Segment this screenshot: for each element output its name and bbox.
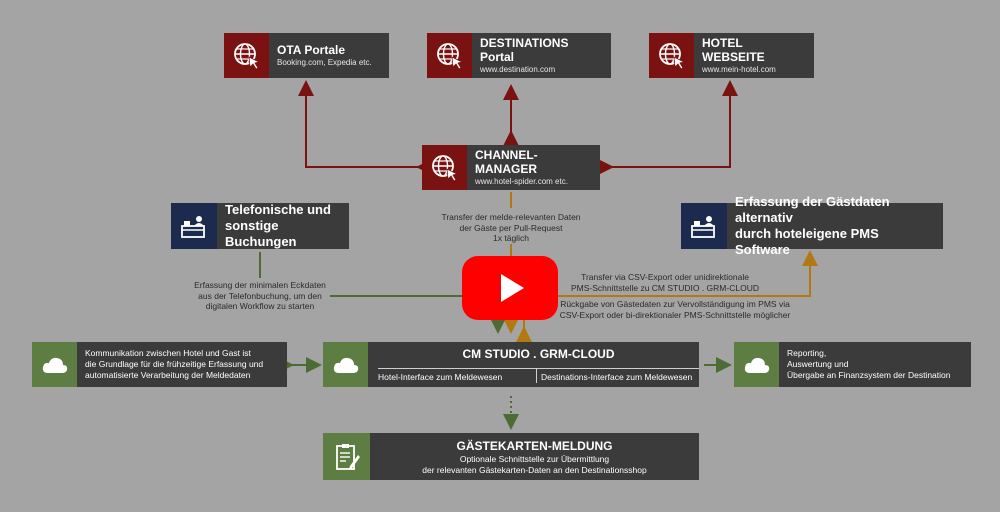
channel-manager-box: CHANNEL-MANAGER www.hotel-spider.com etc…: [422, 145, 600, 190]
globe-cursor-icon: [224, 33, 269, 78]
rueckgabe-label: Rückgabe von Gästedaten zur Vervollständ…: [540, 299, 810, 320]
gaestekarten-box: GÄSTEKARTEN-MELDUNG Optionale Schnittste…: [323, 433, 699, 480]
play-icon: [501, 274, 524, 302]
destinations-portal-box: DESTINATIONS Portal www.destination.com: [427, 33, 611, 78]
pms-line1: Erfassung der Gästdaten alternativ: [735, 194, 890, 225]
erfassung-label-line2: aus der Telefonbuchung, um den: [198, 290, 322, 301]
telefon-line2: sonstige Buchungen: [225, 218, 297, 249]
kommunikation-line2: die Grundlage für die frühzeitige Erfass…: [85, 359, 264, 369]
erfassung-label: Erfassung der minimalen Eckdaten aus der…: [180, 280, 340, 312]
cloud-icon: [32, 342, 77, 387]
rueckgabe-label-line2: CSV-Export oder bi-direktionaler PMS-Sch…: [559, 309, 791, 320]
csv-label: Transfer via CSV-Export oder unidirektio…: [560, 272, 770, 293]
rueckgabe-label-line1: Rückgabe von Gästedaten zur Vervollständ…: [560, 299, 790, 309]
cloud-icon: [323, 342, 368, 387]
clipboard-icon: [323, 433, 370, 480]
transfer-label-line3: 1x täglich: [493, 233, 529, 243]
transfer-label-line2: der Gäste per Pull-Request: [459, 222, 563, 233]
csv-label-line2: PMS-Schnittstelle zu CM STUDIO . GRM-CLO…: [571, 282, 759, 293]
pms-box: Erfassung der Gästdaten alternativ durch…: [681, 194, 943, 257]
kommunikation-line3: automatisierte Verarbeitung der Meldedat…: [85, 370, 251, 380]
gaestekarten-title: GÄSTEKARTEN-MELDUNG: [456, 438, 613, 453]
cm-studio-title: CM STUDIO . GRM-CLOUD: [462, 347, 615, 361]
kommunikation-box: Kommunikation zwischen Hotel und Gast is…: [32, 342, 287, 387]
reporting-line2: Auswertung und: [787, 359, 849, 369]
dest-sub: www.destination.com: [480, 65, 556, 74]
ota-sub: Booking.com, Expedia etc.: [277, 58, 372, 67]
erfassung-label-line3: digitalen Workflow zu starten: [205, 301, 315, 311]
channel-title: CHANNEL-MANAGER: [475, 148, 538, 176]
globe-cursor-icon: [427, 33, 472, 78]
transfer-label: Transfer der melde-relevanten Daten der …: [420, 212, 602, 244]
reporting-line1: Reporting,: [787, 348, 827, 358]
gaestekarten-line1: Optionale Schnittstelle zur Übermittlung: [459, 453, 610, 464]
reporting-line3: Übergabe an Finanzsystem der Destination: [787, 370, 951, 380]
arrow-channel-ota: [298, 80, 432, 175]
telefon-box: Telefonische und sonstige Buchungen: [171, 202, 349, 249]
telefon-line1: Telefonische und: [225, 202, 331, 217]
cm-studio-left: Hotel-Interface zum Meldewesen: [378, 369, 537, 383]
reception-desk-icon: [171, 203, 217, 249]
globe-cursor-icon: [649, 33, 694, 78]
kommunikation-line1: Kommunikation zwischen Hotel und Gast is…: [85, 348, 251, 358]
cm-studio-box: CM STUDIO . GRM-CLOUD Hotel-Interface zu…: [323, 342, 699, 387]
arrow-channel-hotel: [598, 80, 738, 175]
globe-cursor-icon: [422, 145, 467, 190]
cm-studio-right: Destinations-Interface zum Meldewesen: [541, 372, 693, 382]
gaestekarten-line2: der relevanten Gästekarten-Daten an den …: [422, 464, 647, 475]
reporting-box: Reporting, Auswertung und Übergabe an Fi…: [734, 342, 971, 387]
cloud-icon: [734, 342, 779, 387]
channel-sub: www.hotel-spider.com etc.: [475, 177, 568, 186]
ota-portale-box: OTA Portale Booking.com, Expedia etc.: [224, 33, 389, 78]
hotel-title: HOTEL WEBSEITE: [702, 36, 765, 64]
dest-title: DESTINATIONS Portal: [480, 36, 569, 64]
hotel-sub: www.mein-hotel.com: [702, 65, 776, 74]
erfassung-label-line1: Erfassung der minimalen Eckdaten: [194, 280, 326, 290]
ota-title: OTA Portale: [277, 43, 346, 57]
video-play-button[interactable]: [462, 256, 558, 320]
csv-label-line1: Transfer via CSV-Export oder unidirektio…: [581, 272, 749, 282]
reception-desk-icon: [681, 203, 727, 249]
transfer-label-line1: Transfer der melde-relevanten Daten: [441, 212, 581, 222]
pms-line2: durch hoteleigene PMS Software: [735, 226, 879, 257]
hotel-webseite-box: HOTEL WEBSEITE www.mein-hotel.com: [649, 33, 814, 78]
